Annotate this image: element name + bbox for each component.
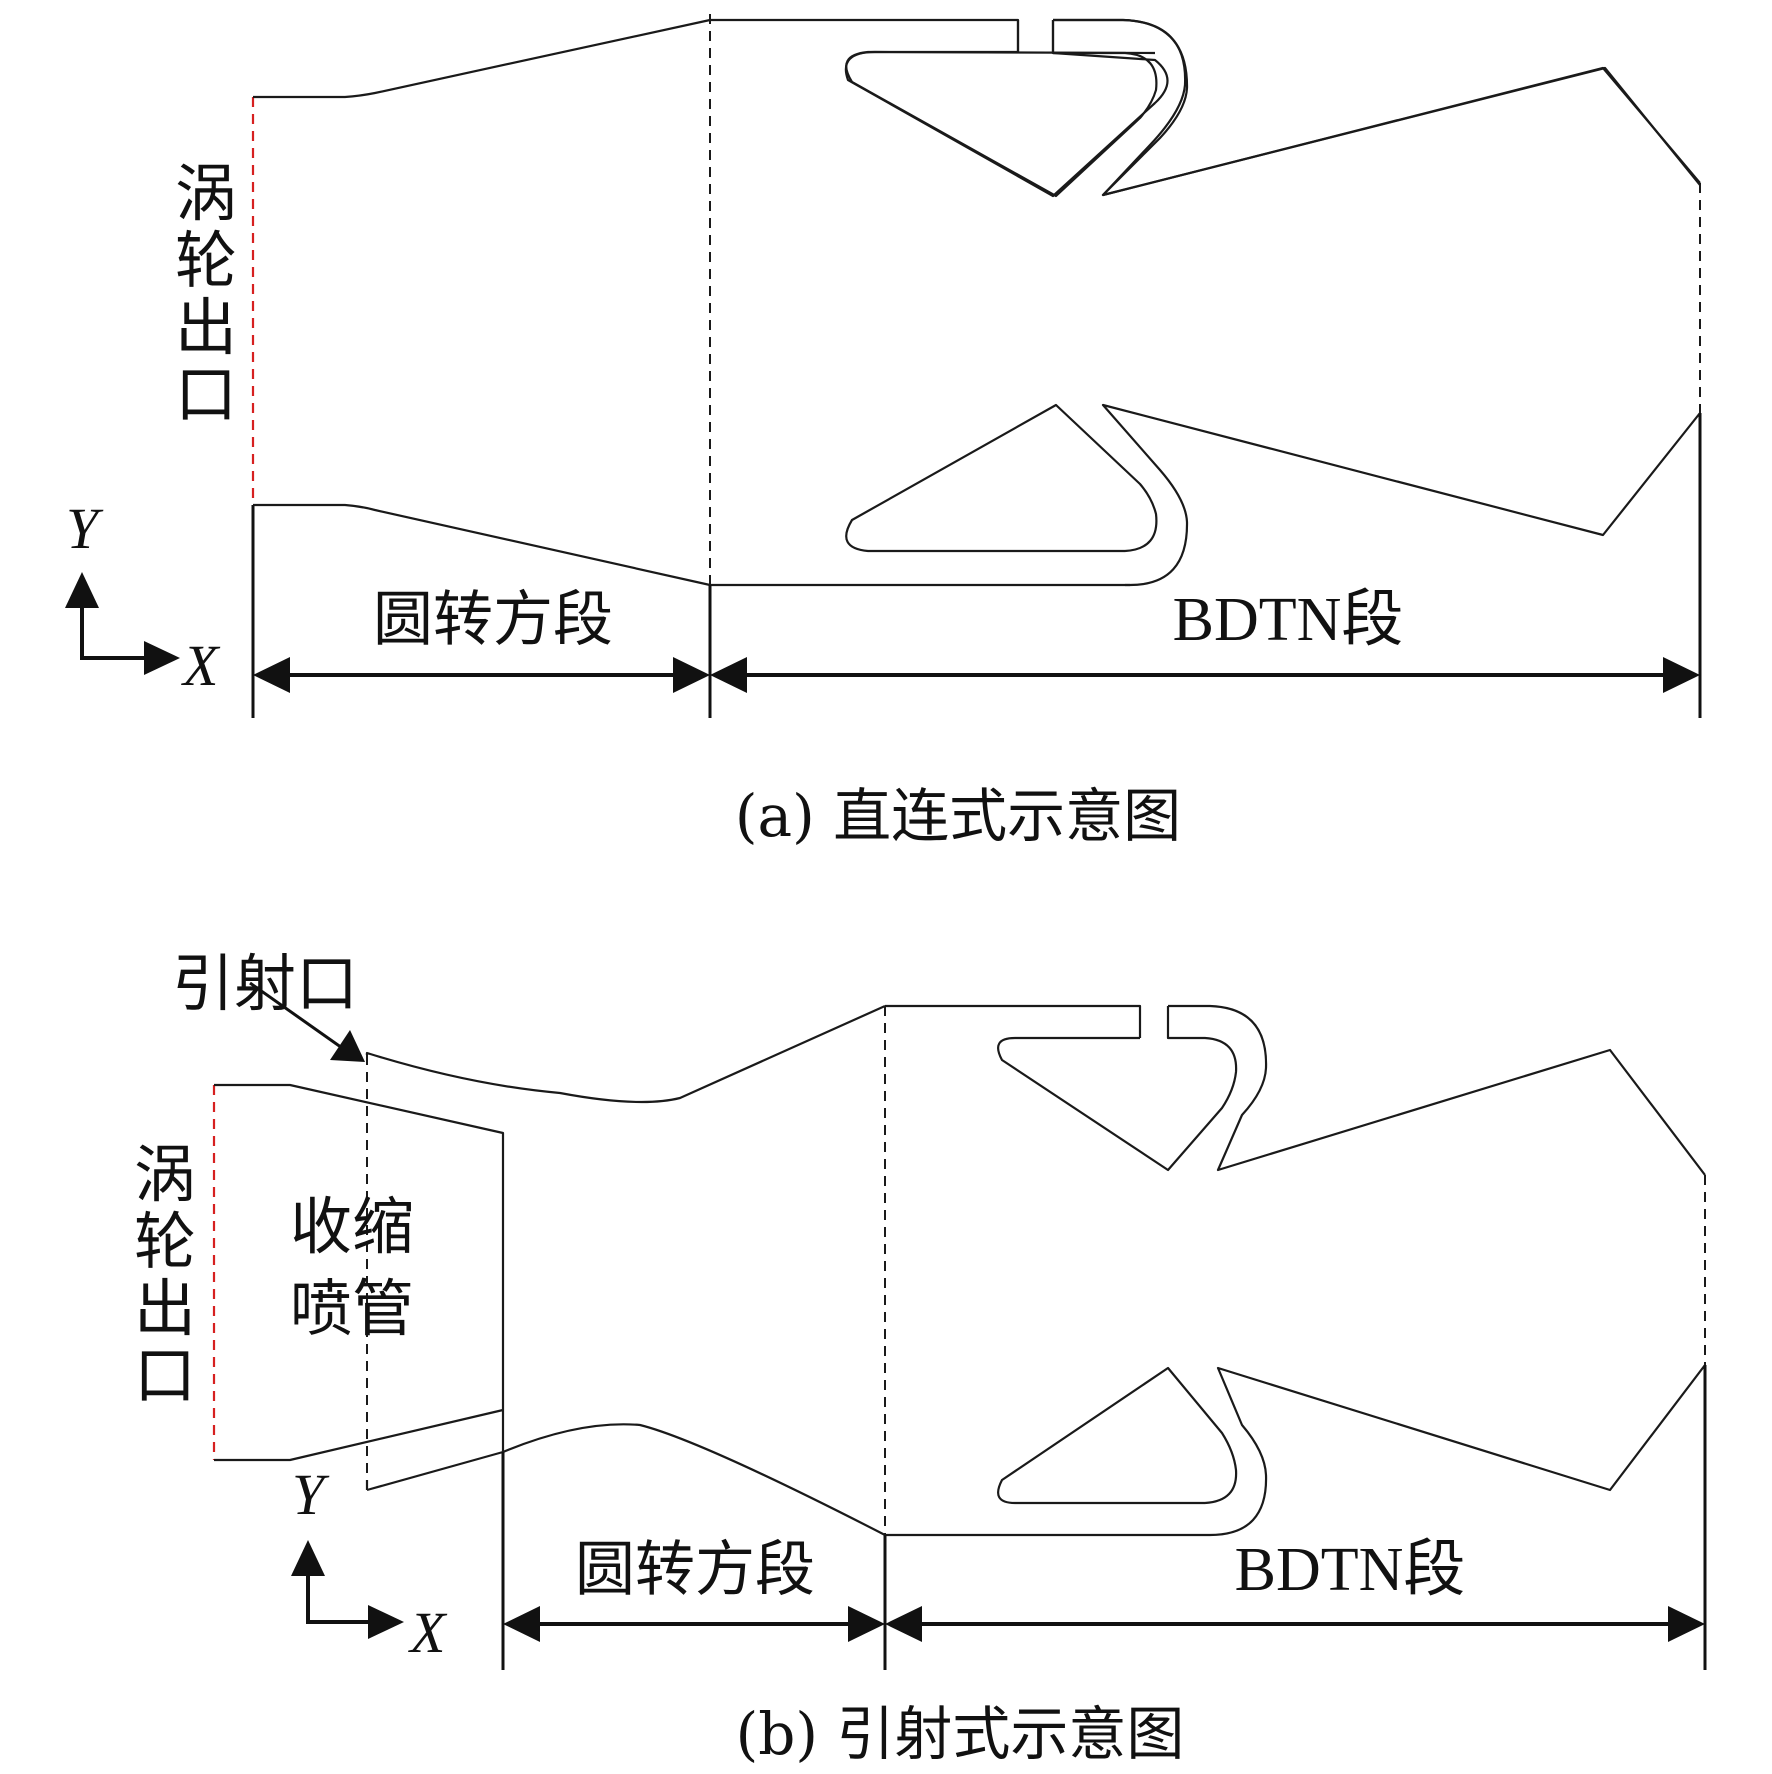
upper-blade-b-inner: [997, 1006, 1238, 1172]
bdtn-arrow-left-a: [710, 657, 747, 693]
lower-blade-a-inner: [845, 403, 1158, 553]
bdtn-arrow-right-b: [1668, 1606, 1705, 1642]
axis-x-arrow-a: [144, 641, 180, 675]
panel-a: 涡 轮 出 口 圆转方段 BDTN段 Y X (a) 直连式示意图: [65, 14, 1702, 850]
bdtn-top-wall-a: [710, 18, 1020, 53]
turbine-exit-char-2-a: 轮: [175, 224, 237, 297]
axis-y-arrow-b: [291, 1540, 325, 1576]
bdtn-section-label-b: BDTN段: [1235, 1536, 1466, 1604]
nozzle-upper-wall-b: [214, 1083, 505, 1410]
caption-b: (b) 引射式示意图: [736, 1700, 1185, 1768]
transition-upper-wall-a: [253, 18, 711, 99]
turbine-exit-char-4-b: 口: [134, 1339, 196, 1412]
transition-lower-wall-b: [366, 1423, 886, 1536]
upper-blade-a: [844, 18, 1701, 198]
transition-arrow-left-a: [253, 657, 290, 693]
bdtn-top-wall-b: [885, 1004, 1142, 1038]
panel-b: 引射口 涡 轮 出 口 收缩 喷管 圆转方段 BDTN段 Y X (b) 引射式…: [134, 947, 1707, 1768]
transition-section-label-a: 圆转方段: [373, 585, 613, 655]
axis-x-label-b: X: [408, 1600, 448, 1665]
lower-blade-b-inner: [997, 1366, 1238, 1505]
axis-y-label-b: Y: [292, 1462, 330, 1527]
upper-blade-a-shape: [1053, 18, 1701, 197]
axis-y-arrow-a: [65, 572, 99, 608]
nozzle-label-line1-b: 收缩: [290, 1190, 414, 1263]
turbine-exit-char-4-a: 口: [175, 358, 237, 431]
upper-blade-b-shape: [1168, 1004, 1706, 1176]
bdtn-arrow-right-a: [1663, 657, 1700, 693]
transition-arrow-right-b: [848, 1606, 885, 1642]
caption-a: (a) 直连式示意图: [735, 782, 1181, 850]
axis-x-arrow-b: [368, 1605, 404, 1639]
turbine-exit-char-1-a: 涡: [175, 157, 237, 230]
transition-arrow-right-a: [673, 657, 710, 693]
transition-arrow-left-b: [503, 1606, 540, 1642]
turbine-exit-char-3-a: 出: [175, 291, 237, 364]
turbine-exit-char-3-b: 出: [134, 1272, 196, 1345]
nozzle-lower-wall-b: [214, 1408, 504, 1462]
transition-section-label-b: 圆转方段: [575, 1535, 815, 1605]
axis-x-label-a: X: [181, 633, 221, 698]
bdtn-arrow-left-b: [885, 1606, 922, 1642]
transition-upper-wall-b: [365, 1004, 886, 1104]
ejector-pointer-line-b: [249, 981, 346, 1052]
transition-lower-wall-a: [253, 503, 711, 587]
lower-blade-a-shape: [1101, 403, 1701, 587]
turbine-exit-char-2-b: 轮: [134, 1205, 196, 1278]
upper-blade-a-inner: [845, 20, 1158, 198]
turbine-exit-char-1-b: 涡: [134, 1138, 196, 1211]
nozzle-label-line2-b: 喷管: [290, 1272, 414, 1345]
bdtn-section-label-a: BDTN段: [1173, 586, 1404, 654]
ejector-pointer-arrow-b: [330, 1030, 365, 1062]
axis-y-label-a: Y: [66, 496, 104, 561]
lower-blade-b-shape: [1209, 1364, 1706, 1537]
ejector-port-label-b: 引射口: [172, 947, 358, 1020]
